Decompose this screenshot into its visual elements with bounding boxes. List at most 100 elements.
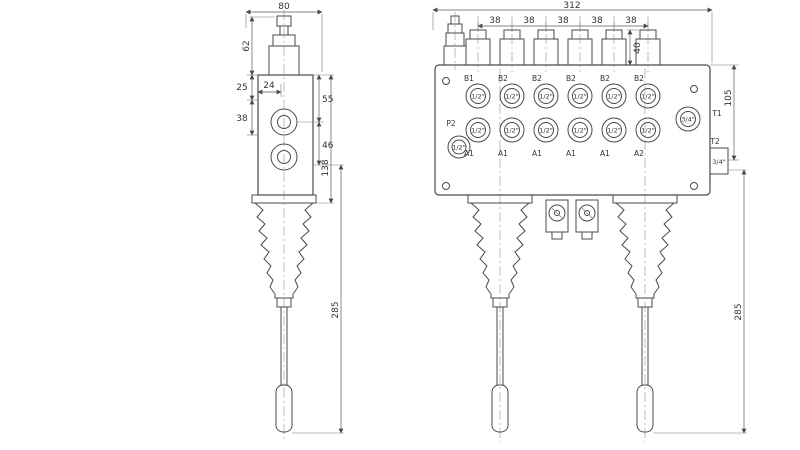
port-size: 1/2" bbox=[573, 93, 586, 101]
spool-caps bbox=[465, 29, 661, 66]
t2-port-block bbox=[709, 147, 729, 175]
dim-138: 138 bbox=[316, 74, 334, 204]
dim-62: 62 bbox=[242, 16, 275, 76]
dim-285-right: 285 bbox=[653, 169, 747, 434]
port-circle-a bbox=[567, 117, 593, 143]
port-circle-b bbox=[635, 83, 661, 109]
port-label-b: B2 bbox=[532, 74, 542, 83]
port-label-b: B1 bbox=[464, 74, 474, 83]
dim-312: 312 bbox=[432, 1, 713, 63]
dim-80: 80 bbox=[245, 2, 323, 72]
port-size: 1/2" bbox=[641, 127, 654, 135]
stud-block-2 bbox=[575, 199, 599, 240]
stud-circle bbox=[578, 204, 596, 222]
port-label-b: B2 bbox=[566, 74, 576, 83]
port-circle-a bbox=[601, 117, 627, 143]
port-label-a: A1 bbox=[600, 149, 610, 158]
dim-46: 46 bbox=[313, 121, 344, 166]
dim-285-left: 285 bbox=[292, 164, 344, 434]
lever-handle bbox=[636, 384, 654, 433]
lever-handle bbox=[491, 384, 509, 433]
port-size: 1/2" bbox=[539, 93, 552, 101]
left-view: 80 62 25 38 24 bbox=[236, 2, 344, 442]
dim-24: 24 bbox=[257, 81, 282, 97]
port-circle-t1 bbox=[675, 106, 701, 132]
port-label-a: A2 bbox=[634, 149, 644, 158]
side-port-inner bbox=[277, 115, 291, 129]
dim-label-138: 138 bbox=[321, 159, 331, 176]
t-ports: 3/4" T1 T2 3/4" bbox=[675, 106, 729, 175]
port-label-a: A1 bbox=[464, 149, 474, 158]
port-label-b: B2 bbox=[600, 74, 610, 83]
dim-40: 40 bbox=[627, 29, 643, 66]
dim-label-38: 38 bbox=[625, 16, 637, 26]
port-label-t2: T2 bbox=[709, 137, 720, 146]
dim-label-38: 38 bbox=[236, 114, 248, 124]
dim-label-38: 38 bbox=[591, 16, 603, 26]
dim-label-38: 38 bbox=[489, 16, 501, 26]
port-label-t1: T1 bbox=[711, 109, 722, 118]
p2-port: P2 1/2" bbox=[446, 119, 471, 159]
port-size: 1/2" bbox=[505, 93, 518, 101]
port-size: 1/2" bbox=[505, 127, 518, 135]
side-port-outer bbox=[270, 143, 298, 171]
port-size: 1/2" bbox=[452, 144, 465, 152]
port-size: 1/2" bbox=[641, 93, 654, 101]
bellows bbox=[614, 202, 676, 299]
port-circle-b bbox=[601, 83, 627, 109]
dim-label-105: 105 bbox=[724, 89, 734, 106]
port-label-b: B2 bbox=[634, 74, 644, 83]
mounting-hole bbox=[690, 182, 698, 190]
port-size: 3/4" bbox=[712, 158, 725, 166]
dim-105: 105 bbox=[710, 64, 739, 161]
port-circle-b bbox=[499, 83, 525, 109]
port-circle-a bbox=[499, 117, 525, 143]
port-size: 1/2" bbox=[471, 93, 484, 101]
stud-circle bbox=[548, 204, 566, 222]
port-label-b: B2 bbox=[498, 74, 508, 83]
dim-label-285: 285 bbox=[734, 303, 744, 320]
spool-cap bbox=[499, 38, 525, 66]
dim-38-left: 38 bbox=[236, 99, 258, 136]
port-label-a: A1 bbox=[566, 149, 576, 158]
dim-38-row: 38 38 38 38 38 bbox=[477, 16, 649, 32]
mounting-hole bbox=[442, 77, 450, 85]
spool-cap bbox=[601, 38, 627, 66]
lever-handle bbox=[275, 384, 293, 433]
port-circle-b bbox=[533, 83, 559, 109]
dim-label-55: 55 bbox=[322, 95, 333, 105]
port-size: 1/2" bbox=[573, 127, 586, 135]
port-size: 1/2" bbox=[607, 93, 620, 101]
port-size: 1/2" bbox=[539, 127, 552, 135]
spool-cap bbox=[635, 38, 661, 66]
port-circle-a bbox=[465, 117, 491, 143]
dim-label-46: 46 bbox=[322, 141, 334, 151]
port-circle-p2 bbox=[447, 135, 471, 159]
port-circle-a bbox=[533, 117, 559, 143]
bellows bbox=[253, 202, 315, 299]
dim-55: 55 bbox=[298, 74, 334, 123]
stud-block-1 bbox=[545, 199, 569, 240]
dim-25: 25 bbox=[236, 74, 258, 101]
dim-label-62: 62 bbox=[242, 40, 252, 51]
b-ports: B1 1/2" B2 1/2" B2 1/2" B2 1/2" B2 1/2" … bbox=[464, 74, 661, 109]
port-circle-b bbox=[567, 83, 593, 109]
mounting-hole bbox=[442, 182, 450, 190]
spool-cap bbox=[567, 38, 593, 66]
right-view: 312 38 38 38 38 38 40 B1 1/ bbox=[432, 1, 747, 442]
port-label-a: A1 bbox=[532, 149, 542, 158]
dim-label-24: 24 bbox=[263, 81, 275, 91]
lever-assembly-2 bbox=[612, 194, 678, 433]
side-port-outer bbox=[270, 108, 298, 136]
port-label-a: A1 bbox=[498, 149, 508, 158]
dim-label-38: 38 bbox=[523, 16, 535, 26]
dim-label-285: 285 bbox=[331, 301, 341, 318]
dim-label-312: 312 bbox=[563, 1, 580, 11]
port-size: 1/2" bbox=[607, 127, 620, 135]
dim-label-25: 25 bbox=[236, 83, 247, 93]
dim-label-38: 38 bbox=[557, 16, 569, 26]
spool-cap bbox=[465, 38, 491, 66]
mounting-hole bbox=[690, 85, 698, 93]
